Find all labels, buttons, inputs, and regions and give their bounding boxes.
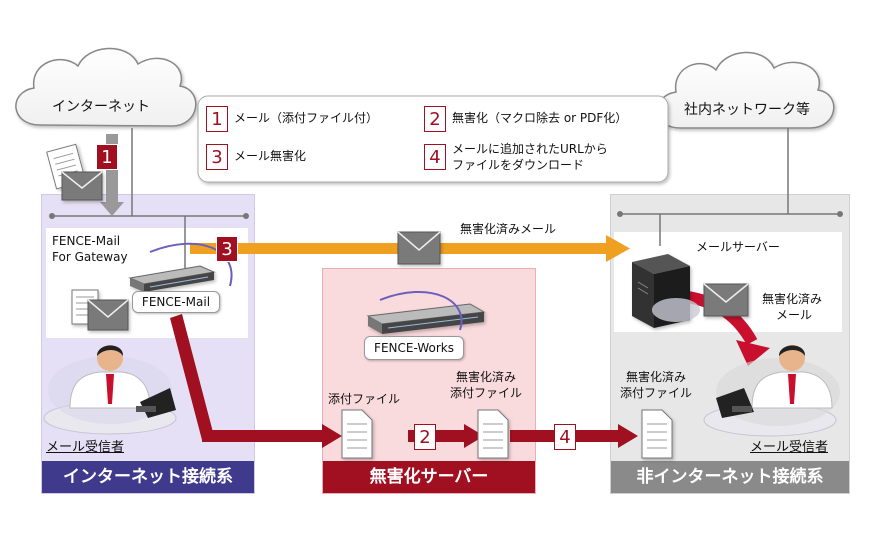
attachment-file-icon [341,409,373,459]
intranet-cloud-label: 社内ネットワーク等 [684,102,810,118]
right-receiver-label: メール受信者 [750,440,829,455]
sanitized-mail-flow-label: 無害化済みメール [460,222,557,236]
intranet-zone-title: 非インターネット接続系 [611,461,849,493]
internet-cloud-icon [15,47,197,127]
right-sanitized-mail-label-1: 無害化済み [762,292,823,306]
legend-text-2: 無害化（マクロ除去 or PDF化） [452,111,628,125]
downloaded-attachment-icon [641,409,673,459]
right-receiver-person-icon [703,345,840,437]
legend-num-4: 4 [424,144,446,170]
delivered-mail-icon [703,283,749,317]
right-sanitized-attach-label-2: 添付ファイル [620,386,693,400]
sanitized-attachment-icon [477,409,509,459]
gateway-label-line2: For Gateway [52,250,128,264]
legend-text-3: メール無害化 [234,149,307,163]
gateway-mail-icon [87,299,129,331]
legend-num-3: 3 [206,144,228,170]
legend-text-4a: メールに追加されたURLから [452,142,608,156]
mail-server-label: メールサーバー [696,240,780,254]
legend-box [197,95,669,183]
right-sanitized-attach-label-1: 無害化済み [626,370,687,384]
fence-works-server-icon [366,303,486,334]
left-receiver-label: メール受信者 [46,440,125,455]
legend-text-4b: ファイルをダウンロード [452,158,585,172]
internet-zone-title: インターネット接続系 [42,461,254,493]
sanitized-attachment-label-1: 無害化済み [456,370,517,384]
fence-works-tag: FENCE-Works [364,336,464,360]
sanitized-attachment-label-2: 添付ファイル [450,386,523,400]
attachment-file-label: 添付ファイル [328,392,401,406]
sanitized-mail-icon [397,231,441,265]
step-3-badge: 3 [216,236,238,262]
gateway-label-line1: FENCE-Mail [52,234,121,248]
step-2-badge: 2 [414,424,436,450]
incoming-mail-icon [61,171,103,201]
left-receiver-person-icon [43,345,177,435]
fence-mail-server-icon [128,265,216,292]
legend-num-1: 1 [206,106,228,132]
right-sanitized-mail-label-2: メール [776,308,813,322]
internet-cloud-label: インターネット [52,99,150,115]
legend-num-2: 2 [424,106,446,132]
legend-text-1: メール（添付ファイル付） [234,111,379,125]
step-1-badge: 1 [96,144,118,170]
intranet-cloud-icon [657,51,835,129]
sanitize-zone-title: 無害化サーバー [323,461,535,493]
step-4-badge: 4 [554,424,576,450]
fence-mail-tag: FENCE-Mail [132,291,220,313]
